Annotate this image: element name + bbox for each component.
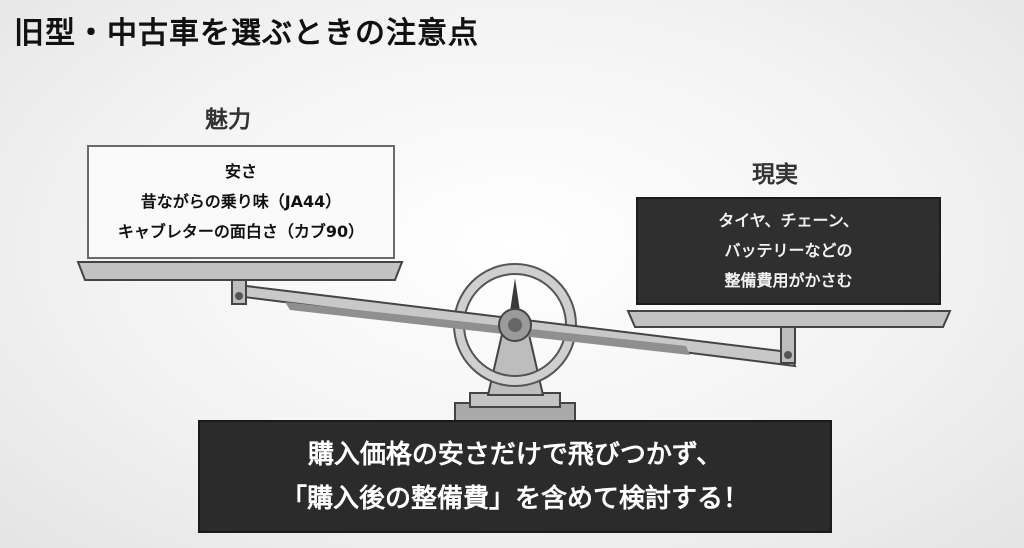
left-pan-hanger <box>231 277 247 305</box>
right-pan <box>626 310 952 328</box>
reality-line: バッテリーなどの <box>724 241 853 260</box>
conclusion-line: 「購入後の整備費」を含めて検討する！ <box>280 483 749 514</box>
reality-line: タイヤ、チェーン、 <box>718 211 859 230</box>
conclusion-line: 購入価格の安さだけで飛びつかず、 <box>307 439 723 470</box>
reality-heading: 現実 <box>752 162 798 188</box>
reality-box: タイヤ、チェーン、 バッテリーなどの 整備費用がかさむ <box>636 197 941 305</box>
scale-needle <box>509 278 521 318</box>
appeal-line: キャブレターの面白さ（カブ90） <box>117 222 365 241</box>
page-title: 旧型・中古車を選ぶときの注意点 <box>14 16 479 51</box>
left-pan <box>76 261 404 281</box>
appeal-heading: 魅力 <box>205 107 251 133</box>
reality-line: 整備費用がかさむ <box>724 271 853 290</box>
appeal-box: 安さ 昔ながらの乗り味（JA44） キャブレターの面白さ（カブ90） <box>87 145 395 259</box>
conclusion-banner: 購入価格の安さだけで飛びつかず、 「購入後の整備費」を含めて検討する！ <box>198 420 832 533</box>
appeal-line: 昔ながらの乗り味（JA44） <box>140 192 342 211</box>
appeal-line: 安さ <box>224 162 257 181</box>
